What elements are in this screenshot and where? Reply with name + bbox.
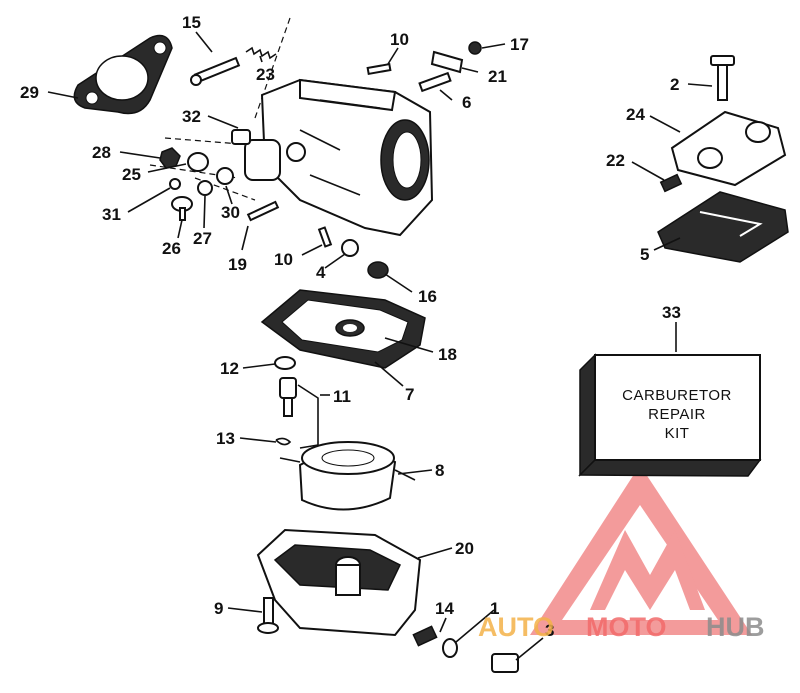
part-1-washer	[442, 638, 458, 658]
callout-5: 5	[640, 245, 649, 264]
callout-33: 33	[662, 303, 681, 322]
watermark-text-hub: HUB	[706, 612, 765, 642]
part-13-clip	[275, 437, 292, 446]
part-14-jet	[412, 625, 438, 647]
part-6-stud	[418, 71, 452, 93]
kit-label-line3: KIT	[665, 425, 690, 442]
part-32-plug	[231, 129, 251, 145]
part-17-screw	[468, 41, 482, 55]
callout-24: 24	[626, 105, 645, 124]
part-10-pin-bottom	[317, 226, 333, 248]
callout-17: 17	[510, 35, 529, 54]
callout-4: 4	[316, 263, 326, 282]
callout-15: 15	[182, 13, 201, 32]
watermark-m-letter	[590, 530, 705, 610]
part-8-float	[279, 441, 416, 511]
callout-26: 26	[162, 239, 181, 258]
callout-1: 1	[490, 599, 499, 618]
part-5-gasket	[657, 191, 789, 263]
callout-2: 2	[670, 75, 679, 94]
callout-18: 18	[438, 345, 457, 364]
callout-22: 22	[606, 151, 625, 170]
callout-20: 20	[455, 539, 474, 558]
callout-10-top: 10	[390, 30, 409, 49]
callout-10-bottom: 10	[274, 250, 293, 269]
part-26-screw	[171, 196, 193, 221]
carburetor-body	[244, 78, 434, 237]
watermark-logo	[530, 465, 752, 635]
callout-6: 6	[462, 93, 471, 112]
part-20-float-bowl	[256, 528, 422, 637]
callout-30: 30	[221, 203, 240, 222]
part-31-washer	[169, 178, 181, 190]
callout-28: 28	[92, 143, 111, 162]
leader-lines	[47, 31, 713, 661]
part-22-fitting	[659, 173, 683, 193]
kit-label-line2: REPAIR	[648, 406, 706, 423]
part-4-plug	[341, 239, 359, 257]
callout-31: 31	[102, 205, 121, 224]
watermark-text-auto: AUTO	[478, 612, 554, 642]
callout-16: 16	[418, 287, 437, 306]
callout-19: 19	[228, 255, 247, 274]
callout-27: 27	[193, 229, 212, 248]
part-23-spring	[245, 46, 277, 60]
part-15-idle-screw	[190, 56, 241, 86]
part-18-seal	[335, 319, 365, 337]
part-10-pin-top	[366, 62, 392, 76]
callout-13: 13	[216, 429, 235, 448]
part-27-washer	[197, 180, 213, 196]
part-9-screw	[257, 597, 279, 634]
callout-numbers: 15 23 10 17 21 29 6 32 28 25 31 26 27 30…	[20, 13, 681, 640]
callout-29: 29	[20, 83, 39, 102]
part-19-screw	[246, 200, 280, 222]
callout-11: 11	[333, 387, 351, 406]
repair-kit-box: CARBURETOR REPAIR KIT	[578, 353, 762, 477]
callout-21: 21	[488, 67, 507, 86]
guide-line-23	[254, 17, 291, 119]
part-30-lockwasher	[216, 167, 234, 185]
callout-25: 25	[122, 165, 141, 184]
part-16-seal	[367, 261, 389, 279]
part-2-screw	[710, 55, 735, 101]
part-28-nut	[159, 147, 181, 169]
callout-8: 8	[435, 461, 444, 480]
part-25-fitting	[187, 152, 209, 172]
part-21-bracket	[430, 50, 464, 74]
part-11-needle-seat	[279, 377, 319, 449]
part-24-cover	[670, 110, 787, 187]
callout-14: 14	[435, 599, 454, 618]
callout-23: 23	[256, 65, 275, 84]
kit-label-line1: CARBURETOR	[622, 387, 732, 404]
callout-32: 32	[182, 107, 201, 126]
callout-9: 9	[214, 599, 223, 618]
watermark-wordmark: AUTO MOTO HUB	[478, 612, 765, 642]
part-3-drain-screw	[491, 653, 519, 673]
callout-3: 3	[545, 621, 554, 640]
watermark-text-moto: MOTO	[586, 612, 667, 642]
part-12-washer	[274, 356, 296, 370]
callout-7: 7	[405, 385, 414, 404]
part-29-flange-gasket	[73, 34, 173, 115]
callout-12: 12	[220, 359, 239, 378]
